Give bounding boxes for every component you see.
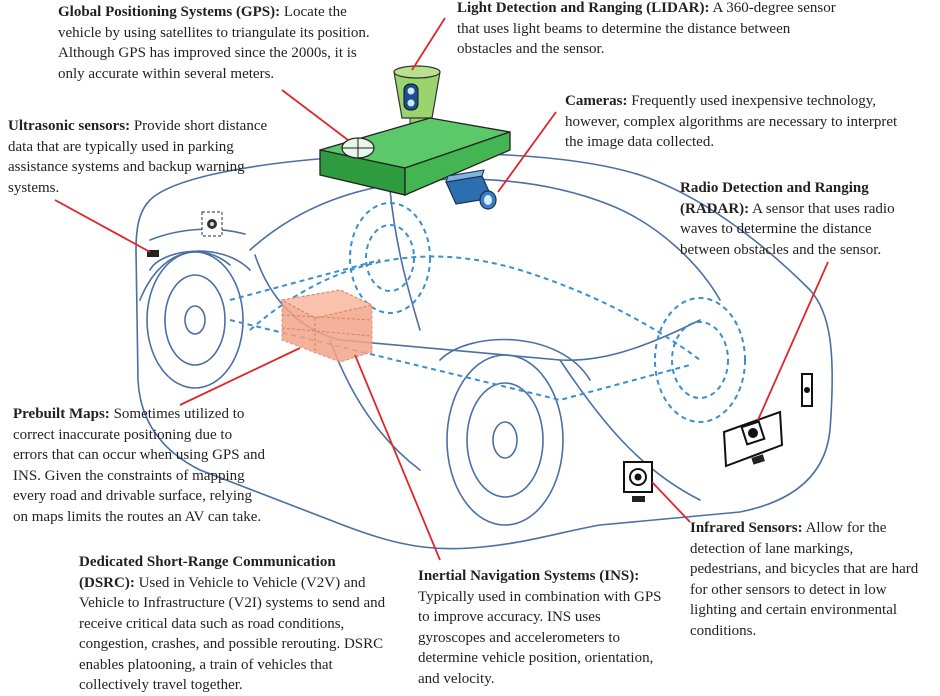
callout-infrared: Infrared Sensors: Allow for the detectio…: [690, 518, 922, 641]
callout-radar-title: Radio Detection and Ranging (RADAR):: [680, 180, 869, 217]
callout-lidar-title: Light Detection and Ranging (LIDAR):: [457, 0, 710, 16]
callout-lidar-text: A 360-degree sensor that uses light beam…: [457, 0, 836, 57]
callout-ins: Inertial Navigation Systems (INS): Typic…: [418, 566, 668, 689]
callout-radar-text: A sensor that uses radio waves to determ…: [680, 200, 895, 258]
callout-cameras: Cameras: Frequently used inexpensive tec…: [565, 91, 915, 153]
callout-dsrc-title: Dedicated Short-Range Communication (DSR…: [79, 554, 336, 591]
radar-sensor-icon: [722, 373, 813, 468]
callout-dsrc-text: Used in Vehicle to Vehicle (V2V) and Veh…: [79, 574, 386, 694]
callout-dsrc: Dedicated Short-Range Communication (DSR…: [79, 552, 389, 696]
car-outline: [135, 152, 834, 550]
callout-cameras-title: Cameras:: [565, 93, 628, 109]
infrared-sensor-icon: [623, 461, 653, 502]
callout-ins-text: Typically used in combination with GPS t…: [418, 588, 662, 687]
callout-maps: Prebuilt Maps: Sometimes utilized to cor…: [13, 404, 269, 527]
camera-icon: [445, 169, 497, 210]
ultrasonic-sensor-icon: [147, 211, 223, 257]
callout-ins-title: Inertial Navigation Systems (INS):: [418, 568, 640, 584]
dashed-drivetrain: [229, 202, 746, 423]
callout-cameras-text: Frequently used inexpensive technology, …: [565, 93, 898, 150]
gps-unit-icon: [319, 117, 511, 196]
leader-lines: [54, 17, 829, 561]
callout-infrared-title: Infrared Sensors:: [690, 520, 803, 536]
callout-lidar: Light Detection and Ranging (LIDAR): A 3…: [457, 0, 837, 60]
callout-ultrasonic-text: Provide short distance data that are typ…: [8, 118, 268, 196]
car-diagram: [54, 17, 834, 561]
callout-gps: Global Positioning Systems (GPS): Locate…: [58, 2, 378, 84]
callout-gps-text: Locate the vehicle by using satellites t…: [58, 4, 370, 82]
callout-ultrasonic-title: Ultrasonic sensors:: [8, 118, 131, 134]
callout-maps-title: Prebuilt Maps:: [13, 406, 110, 422]
callout-gps-title: Global Positioning Systems (GPS):: [58, 4, 281, 20]
callout-radar: Radio Detection and Ranging (RADAR): A s…: [680, 178, 920, 260]
callout-infrared-text: Allow for the detection of lane markings…: [690, 520, 919, 639]
map-block-icon: [280, 289, 374, 363]
callout-ultrasonic: Ultrasonic sensors: Provide short distan…: [8, 116, 270, 198]
callout-maps-text: Sometimes utilized to correct inaccurate…: [13, 406, 266, 525]
